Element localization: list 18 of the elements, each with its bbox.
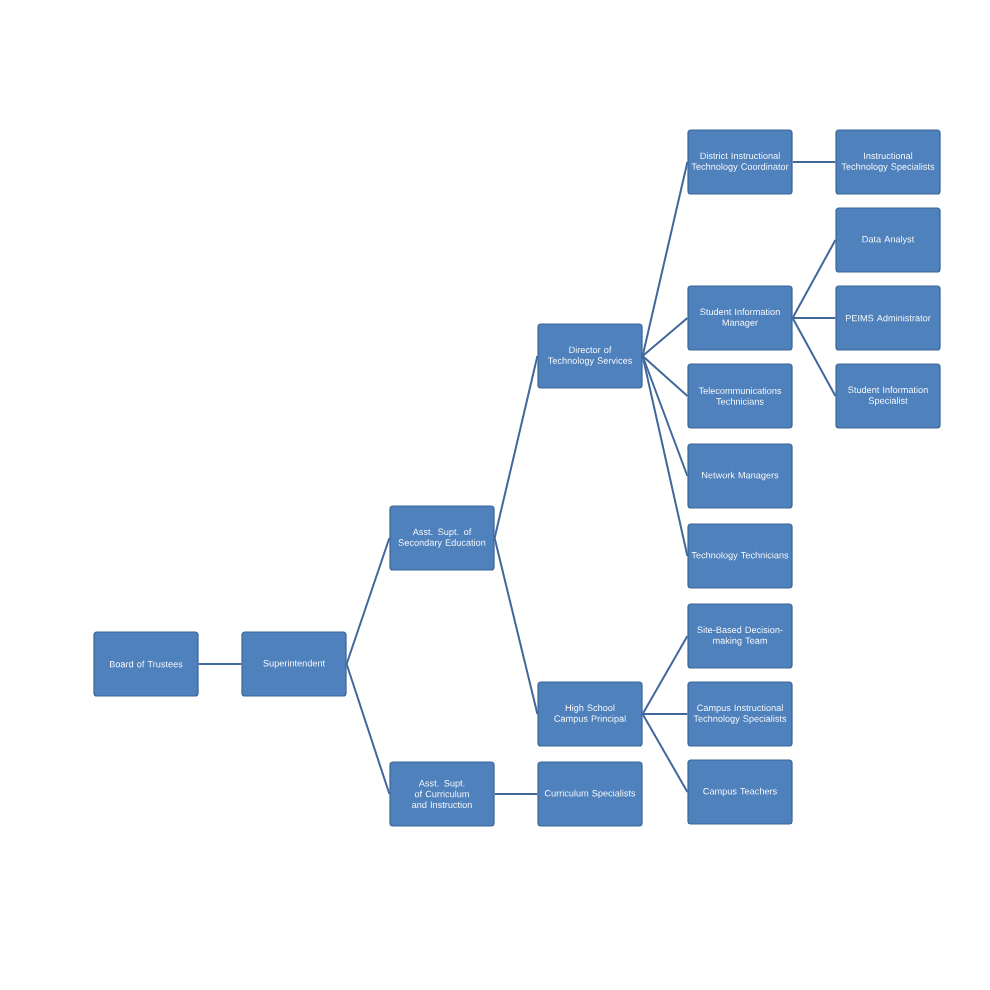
connector-line	[641, 713, 689, 793]
connector-line	[641, 713, 689, 715]
connector-line	[641, 635, 689, 715]
connector-line	[493, 355, 539, 539]
connector-line	[641, 355, 689, 477]
connector-line	[493, 537, 539, 715]
connector-line	[641, 317, 689, 357]
connector-line	[197, 663, 243, 665]
connector-line	[791, 161, 837, 163]
connector-line	[791, 317, 837, 397]
connector-line	[493, 793, 539, 795]
connector-line	[791, 317, 837, 319]
connector-line	[345, 663, 391, 795]
connector-line	[641, 161, 689, 357]
connector-line	[791, 239, 837, 319]
connector-line	[641, 355, 689, 397]
connector-line	[641, 355, 689, 557]
connector-line	[345, 537, 391, 665]
